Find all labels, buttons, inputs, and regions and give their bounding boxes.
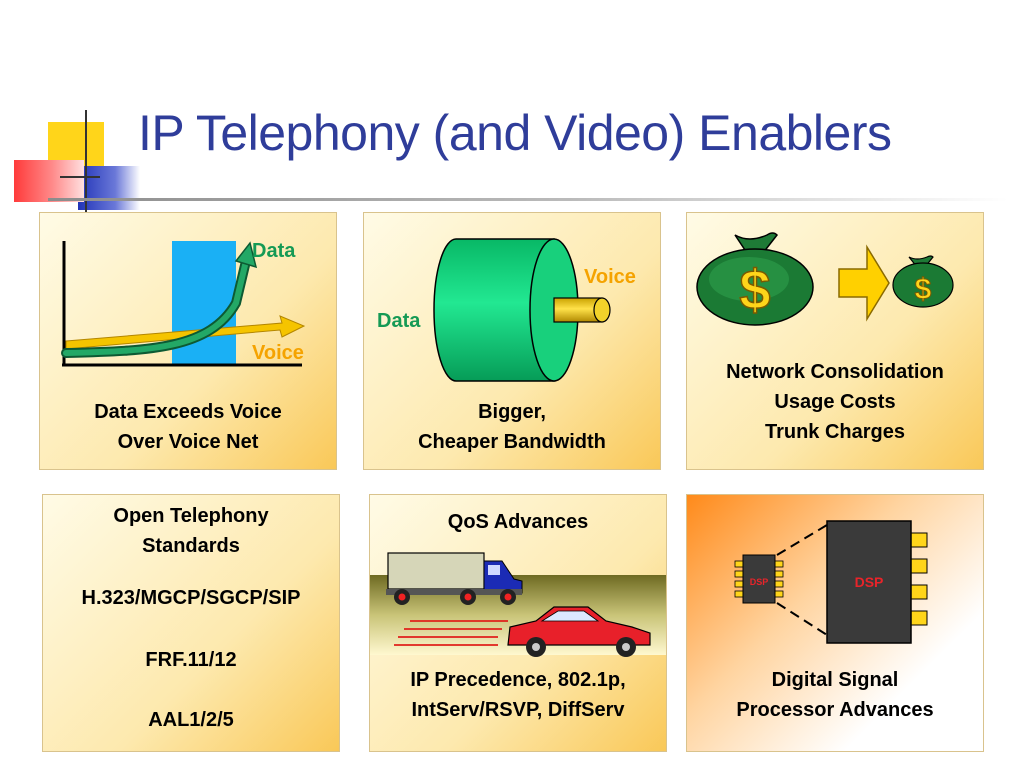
small-dsp-chip-icon: DSP (734, 554, 784, 604)
panel-caption: Data Exceeds Voice Over Voice Net (40, 397, 336, 457)
panel-data-exceeds-voice: Data Voice Data Exceeds Voice Over Voice… (39, 212, 337, 470)
caption-line: Digital Signal (771, 669, 899, 691)
standard-item: H.323/MGCP/SGCP/SIP (81, 587, 301, 609)
zoom-line-bottom (776, 602, 828, 636)
panel-caption: Network Consolidation Usage Costs Trunk … (687, 357, 983, 447)
title-underline (48, 198, 1008, 201)
dollar-sign: $ (915, 273, 932, 306)
panel-caption: IP Precedence, 802.1p, IntServ/RSVP, Dif… (370, 665, 666, 725)
caption-line: Cheaper Bandwidth (418, 431, 606, 453)
data-trend-curve-fill (63, 258, 249, 356)
blue-square-decoration (78, 166, 140, 210)
money-bags-graphic: $ $ (696, 232, 954, 326)
panel-open-standards: Open Telephony Standards H.323/MGCP/SGCP… (42, 494, 340, 752)
panel-dsp-advances: DSP DSP Digital Signal Processor Advance… (686, 494, 984, 752)
heading-line: Open Telephony (113, 505, 269, 527)
caption-line: Usage Costs (774, 391, 896, 413)
voice-label: Voice (584, 266, 636, 288)
data-label: Data (252, 240, 296, 262)
voice-label: Voice (252, 342, 304, 364)
voice-pipe-end (593, 297, 611, 323)
panel-caption: Digital Signal Processor Advances (687, 665, 983, 725)
slide-title: IP Telephony (and Video) Enablers (138, 105, 892, 161)
panel-network-consolidation: $ $ Network Consolidation Usage Costs Tr… (686, 212, 984, 470)
zoom-line-top (776, 524, 828, 556)
caption-line: Processor Advances (736, 699, 934, 721)
dsp-chips-graphic: DSP DSP (734, 520, 928, 644)
dsp-label: DSP (750, 577, 769, 587)
panel-qos-advances: QoS Advances (369, 494, 667, 752)
standard-item: FRF.11/12 (145, 649, 237, 671)
voice-pipe (553, 297, 603, 323)
caption-line: Bigger, (478, 401, 546, 423)
data-voice-graphic: Data Voice (61, 240, 306, 367)
horizontal-rule-decoration (60, 176, 100, 178)
caption-line: IP Precedence, 802.1p, (410, 669, 626, 691)
panel-caption: Bigger, Cheaper Bandwidth (364, 397, 660, 457)
caption-line: Data Exceeds Voice (94, 401, 282, 423)
data-trend-arrowhead (234, 241, 258, 269)
caption-line: Over Voice Net (117, 431, 259, 453)
dollar-sign: $ (739, 258, 770, 321)
caption-line: Trunk Charges (764, 421, 906, 443)
caption-line: IntServ/RSVP, DiffServ (411, 699, 625, 721)
traffic-graphic (370, 552, 666, 657)
red-square-decoration (14, 160, 84, 202)
truck-icon (386, 552, 523, 605)
standards-heading: Open Telephony Standards (43, 501, 339, 561)
reduction-arrow-icon (838, 244, 890, 322)
small-money-bag-icon: $ (892, 255, 954, 308)
bandwidth-graphic: Voice Data (377, 238, 636, 382)
cylinder-body (433, 238, 555, 382)
caption-line: Network Consolidation (726, 361, 944, 383)
data-label: Data (377, 310, 421, 332)
dsp-label: DSP (855, 574, 884, 590)
heading-line: Standards (142, 535, 240, 557)
voice-trend-arrow (65, 315, 306, 350)
large-money-bag-icon: $ (696, 232, 814, 326)
vertical-rule-decoration (85, 110, 87, 214)
qos-heading: QoS Advances (447, 511, 589, 533)
panel-bigger-bandwidth: Voice Data Bigger, Cheaper Bandwidth (363, 212, 661, 470)
large-dsp-chip-icon: DSP (826, 520, 928, 644)
standard-item: AAL1/2/5 (148, 709, 234, 731)
sports-car-icon (507, 606, 651, 657)
speed-lines (394, 620, 508, 646)
